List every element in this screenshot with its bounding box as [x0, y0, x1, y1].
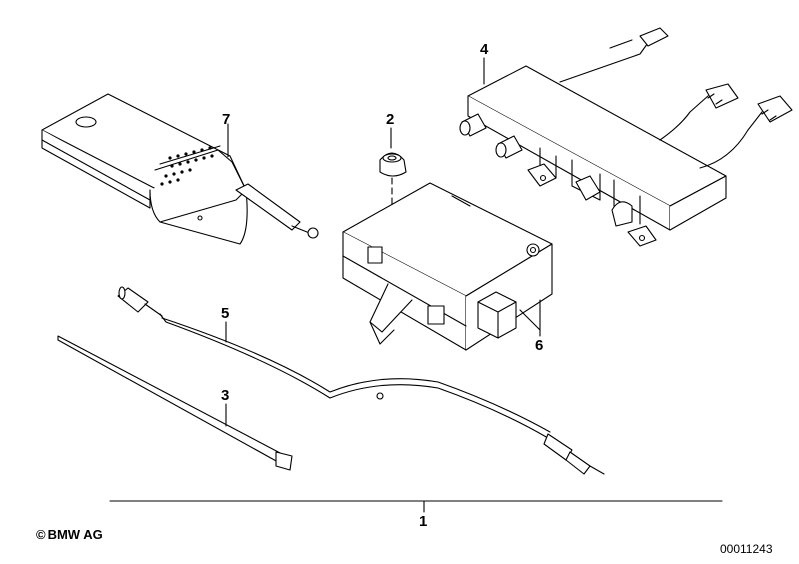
callout-7: 7 [222, 111, 231, 128]
handset-part [41, 93, 319, 245]
callout-1: 1 [419, 513, 428, 530]
copyright-symbol: © [36, 527, 46, 542]
control-unit-part [342, 182, 553, 351]
copyright-notice: ©BMW AG [36, 527, 103, 542]
callout-6: 6 [535, 337, 544, 354]
callout-4: 4 [480, 41, 489, 58]
keypad [160, 146, 214, 186]
callout-3: 3 [221, 387, 230, 404]
cable-tie-part [57, 335, 293, 471]
copyright-text: BMW AG [47, 527, 103, 542]
antenna-cable-part [117, 286, 605, 475]
assembly-leader [109, 500, 723, 513]
document-id: 00011243 [720, 542, 773, 556]
callout-5: 5 [221, 305, 230, 322]
antenna-amplifier-part [459, 27, 793, 247]
callout-2: 2 [386, 111, 395, 128]
grommet-part [379, 127, 407, 301]
